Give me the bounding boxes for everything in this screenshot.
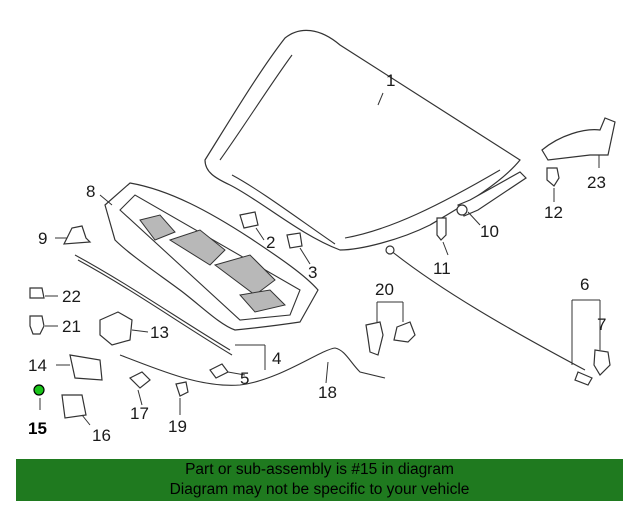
bracket-14 [69,354,103,381]
highlighted-part-15 [33,384,45,396]
hood-weatherstrip [74,254,233,356]
bumper-22 [29,287,45,299]
stud-11 [436,217,447,241]
banner-line-2: Diagram may not be specific to your vehi… [169,481,470,498]
callout-10: 10 [480,222,499,241]
latch-cable [119,347,386,386]
release-cable [385,245,611,386]
callout-labels: 1 2 3 4 5 6 7 8 9 10 11 12 13 14 15 16 1… [28,71,606,445]
callout-2: 2 [266,233,275,252]
callout-22: 22 [62,287,81,306]
clip-19 [175,381,189,397]
hood-inner-panel [104,182,319,331]
latch-13 [99,311,133,346]
banner-line-1: Part or sub-assembly is #15 in diagram [185,461,454,478]
callout-13: 13 [150,323,169,342]
parts-diagram: 1 2 3 4 5 6 7 8 9 10 11 12 13 14 15 16 1… [28,29,616,445]
hinge-23 [541,117,616,161]
callout-19: 19 [168,417,187,436]
callout-18: 18 [318,383,337,402]
callout-4: 4 [272,349,281,368]
release-handle-16 [61,394,87,419]
bumper-2 [239,211,259,229]
info-banner: Part or sub-assembly is #15 in diagram D… [16,459,623,501]
clip-17 [128,371,151,389]
callout-7: 7 [597,315,606,334]
callout-12: 12 [544,203,563,222]
clip-5 [209,363,229,379]
stopper-21 [29,315,45,335]
callout-8: 8 [86,182,95,201]
callout-11: 11 [433,259,451,278]
callout-6: 6 [580,275,589,294]
callout-9: 9 [38,229,47,248]
callout-20: 20 [375,280,394,299]
callout-3: 3 [308,263,317,282]
callout-1: 1 [386,71,395,90]
callout-16: 16 [92,426,111,445]
handle-20b [393,321,416,343]
callout-15: 15 [28,419,47,438]
bumper-3 [286,232,303,249]
callout-17: 17 [130,404,149,423]
callout-21: 21 [62,317,81,336]
callout-5: 5 [240,369,249,388]
handle-20a [365,321,384,356]
clip-12 [546,167,560,187]
grommet-9 [62,225,92,245]
callout-14: 14 [28,356,47,375]
leader-lines [39,92,601,426]
lift-support [456,171,527,217]
callout-23: 23 [587,173,606,192]
